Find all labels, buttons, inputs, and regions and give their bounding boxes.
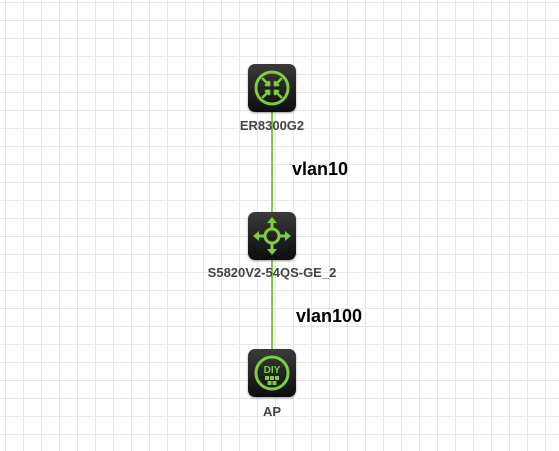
switch-node[interactable] (248, 212, 296, 260)
diy-device-icon: DIY (254, 355, 290, 391)
link-switch-ap[interactable] (271, 258, 273, 353)
switch-label: S5820V2-54QS-GE_2 (207, 265, 337, 280)
ap-node[interactable]: DIY (248, 349, 296, 397)
router-node[interactable] (248, 64, 296, 112)
ap-label: AP (262, 404, 282, 419)
switch-icon (253, 217, 291, 255)
link-router-switch[interactable] (271, 112, 273, 216)
link-label-vlan100: vlan100 (296, 306, 363, 326)
link-label-vlan10: vlan10 (292, 159, 349, 179)
router-label: ER8300G2 (239, 118, 305, 133)
svg-text:DIY: DIY (264, 365, 281, 376)
router-icon (254, 70, 290, 106)
